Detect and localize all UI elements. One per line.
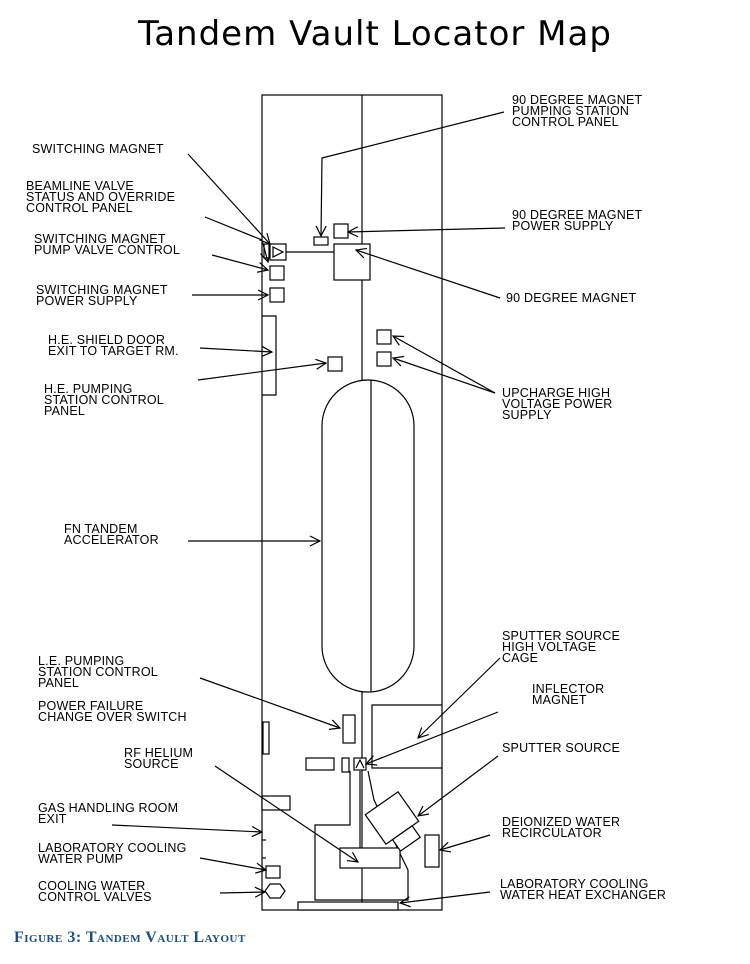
deionized-water-recirculator-box <box>424 834 440 868</box>
gas-handling-exit-box <box>261 795 291 811</box>
label-line: CONTROL PANEL <box>512 115 619 129</box>
rf-helium-source-box-1 <box>305 757 335 771</box>
label-line: MAGNET <box>532 693 587 707</box>
label-line: DEIONIZED WATER <box>502 815 620 829</box>
label-mag90: 90 DEGREE MAGNET <box>506 291 636 305</box>
label-line: CHANGE OVER SWITCH <box>38 710 187 724</box>
label-line: 90 DEGREE MAGNET <box>512 208 642 222</box>
label-line: EXIT TO TARGET RM. <box>48 344 179 358</box>
label-line: CAGE <box>502 651 538 665</box>
label-line: INFLECTOR <box>532 682 604 696</box>
label-line: SPUTTER SOURCE <box>502 741 620 755</box>
le-platform <box>339 847 401 869</box>
label-line: SOURCE <box>124 757 179 771</box>
page-title: Tandem Vault Locator Map <box>138 14 612 54</box>
he-pumping-control-box <box>327 356 343 372</box>
label-line: SWITCHING MAGNET <box>34 232 166 246</box>
leader-lines <box>111 111 506 903</box>
label-line: GAS HANDLING ROOM <box>38 801 178 815</box>
label-line: CONTROL PANEL <box>26 201 133 215</box>
label-line: POWER FAILURE <box>38 699 143 713</box>
mag90-pumping-control-box <box>313 236 329 246</box>
label-line: H.E. SHIELD DOOR <box>48 333 165 347</box>
rf-helium-source-box-2 <box>341 757 350 773</box>
upcharge-supply-box-1 <box>376 329 392 345</box>
label-line: FN TANDEM <box>64 522 138 536</box>
upcharge-supply-box-2 <box>376 351 392 367</box>
label-line: LABORATORY COOLING <box>38 841 187 855</box>
label-line: SUPPLY <box>502 408 552 422</box>
mag90-magnet-box <box>333 243 371 281</box>
label-line: STATION CONTROL <box>38 665 158 679</box>
fn-tandem-accelerator-tank <box>321 379 415 693</box>
label-line: PANEL <box>44 404 85 418</box>
figure-caption: Figure 3: Tandem Vault Layout <box>14 929 246 946</box>
le-pumping-control-box <box>342 714 356 744</box>
cooling-valves-icon <box>264 883 286 899</box>
mag90-power-supply-box <box>333 223 349 239</box>
label-line: EXIT <box>38 812 67 826</box>
label-line: BEAMLINE VALVE <box>26 179 134 193</box>
label-line: VOLTAGE POWER <box>502 397 613 411</box>
label-line: RF HELIUM <box>124 746 193 760</box>
label-line: PUMPING STATION <box>512 104 629 118</box>
sputter-source-assembly <box>364 790 422 852</box>
label-line: SPUTTER SOURCE <box>502 629 620 643</box>
label-line: HIGH VOLTAGE <box>502 640 596 654</box>
inflector-magnet-icon <box>355 758 365 769</box>
label-line: SWITCHING MAGNET <box>36 283 168 297</box>
sw-pump-valve-box <box>269 265 285 281</box>
label-line: COOLING WATER <box>38 879 145 893</box>
label-line: 90 DEGREE MAGNET <box>506 291 636 305</box>
label-line: SWITCHING MAGNET <box>32 142 164 156</box>
label-line: L.E. PUMPING <box>38 654 124 668</box>
label-line: WATER HEAT EXCHANGER <box>500 888 666 902</box>
label-line: UPCHARGE HIGH <box>502 386 610 400</box>
label-line: PANEL <box>38 676 79 690</box>
label-line: ACCELERATOR <box>64 533 159 547</box>
label-sputter-source: SPUTTER SOURCE <box>502 741 620 755</box>
label-switching-magnet: SWITCHING MAGNET <box>32 142 164 156</box>
label-line: 90 DEGREE MAGNET <box>512 93 642 107</box>
label-line: H.E. PUMPING <box>44 382 133 396</box>
sw-power-supply-box <box>269 287 285 303</box>
label-line: WATER PUMP <box>38 852 123 866</box>
label-line: POWER SUPPLY <box>36 294 138 308</box>
label-line: PUMP VALVE CONTROL <box>34 243 180 257</box>
heat-exchanger-box <box>297 901 399 911</box>
switching-magnet-icon <box>272 246 285 258</box>
label-line: RECIRCULATOR <box>502 826 602 840</box>
he-shield-door <box>262 315 277 396</box>
label-line: POWER SUPPLY <box>512 219 614 233</box>
lab-cooling-pump-box <box>265 865 281 879</box>
power-failure-switch-box <box>262 721 270 755</box>
label-line: LABORATORY COOLING <box>500 877 649 891</box>
sputter-cage-outline <box>371 704 442 769</box>
label-line: STATION CONTROL <box>44 393 164 407</box>
label-line: CONTROL VALVES <box>38 890 152 904</box>
label-line: STATUS AND OVERRIDE <box>26 190 175 204</box>
